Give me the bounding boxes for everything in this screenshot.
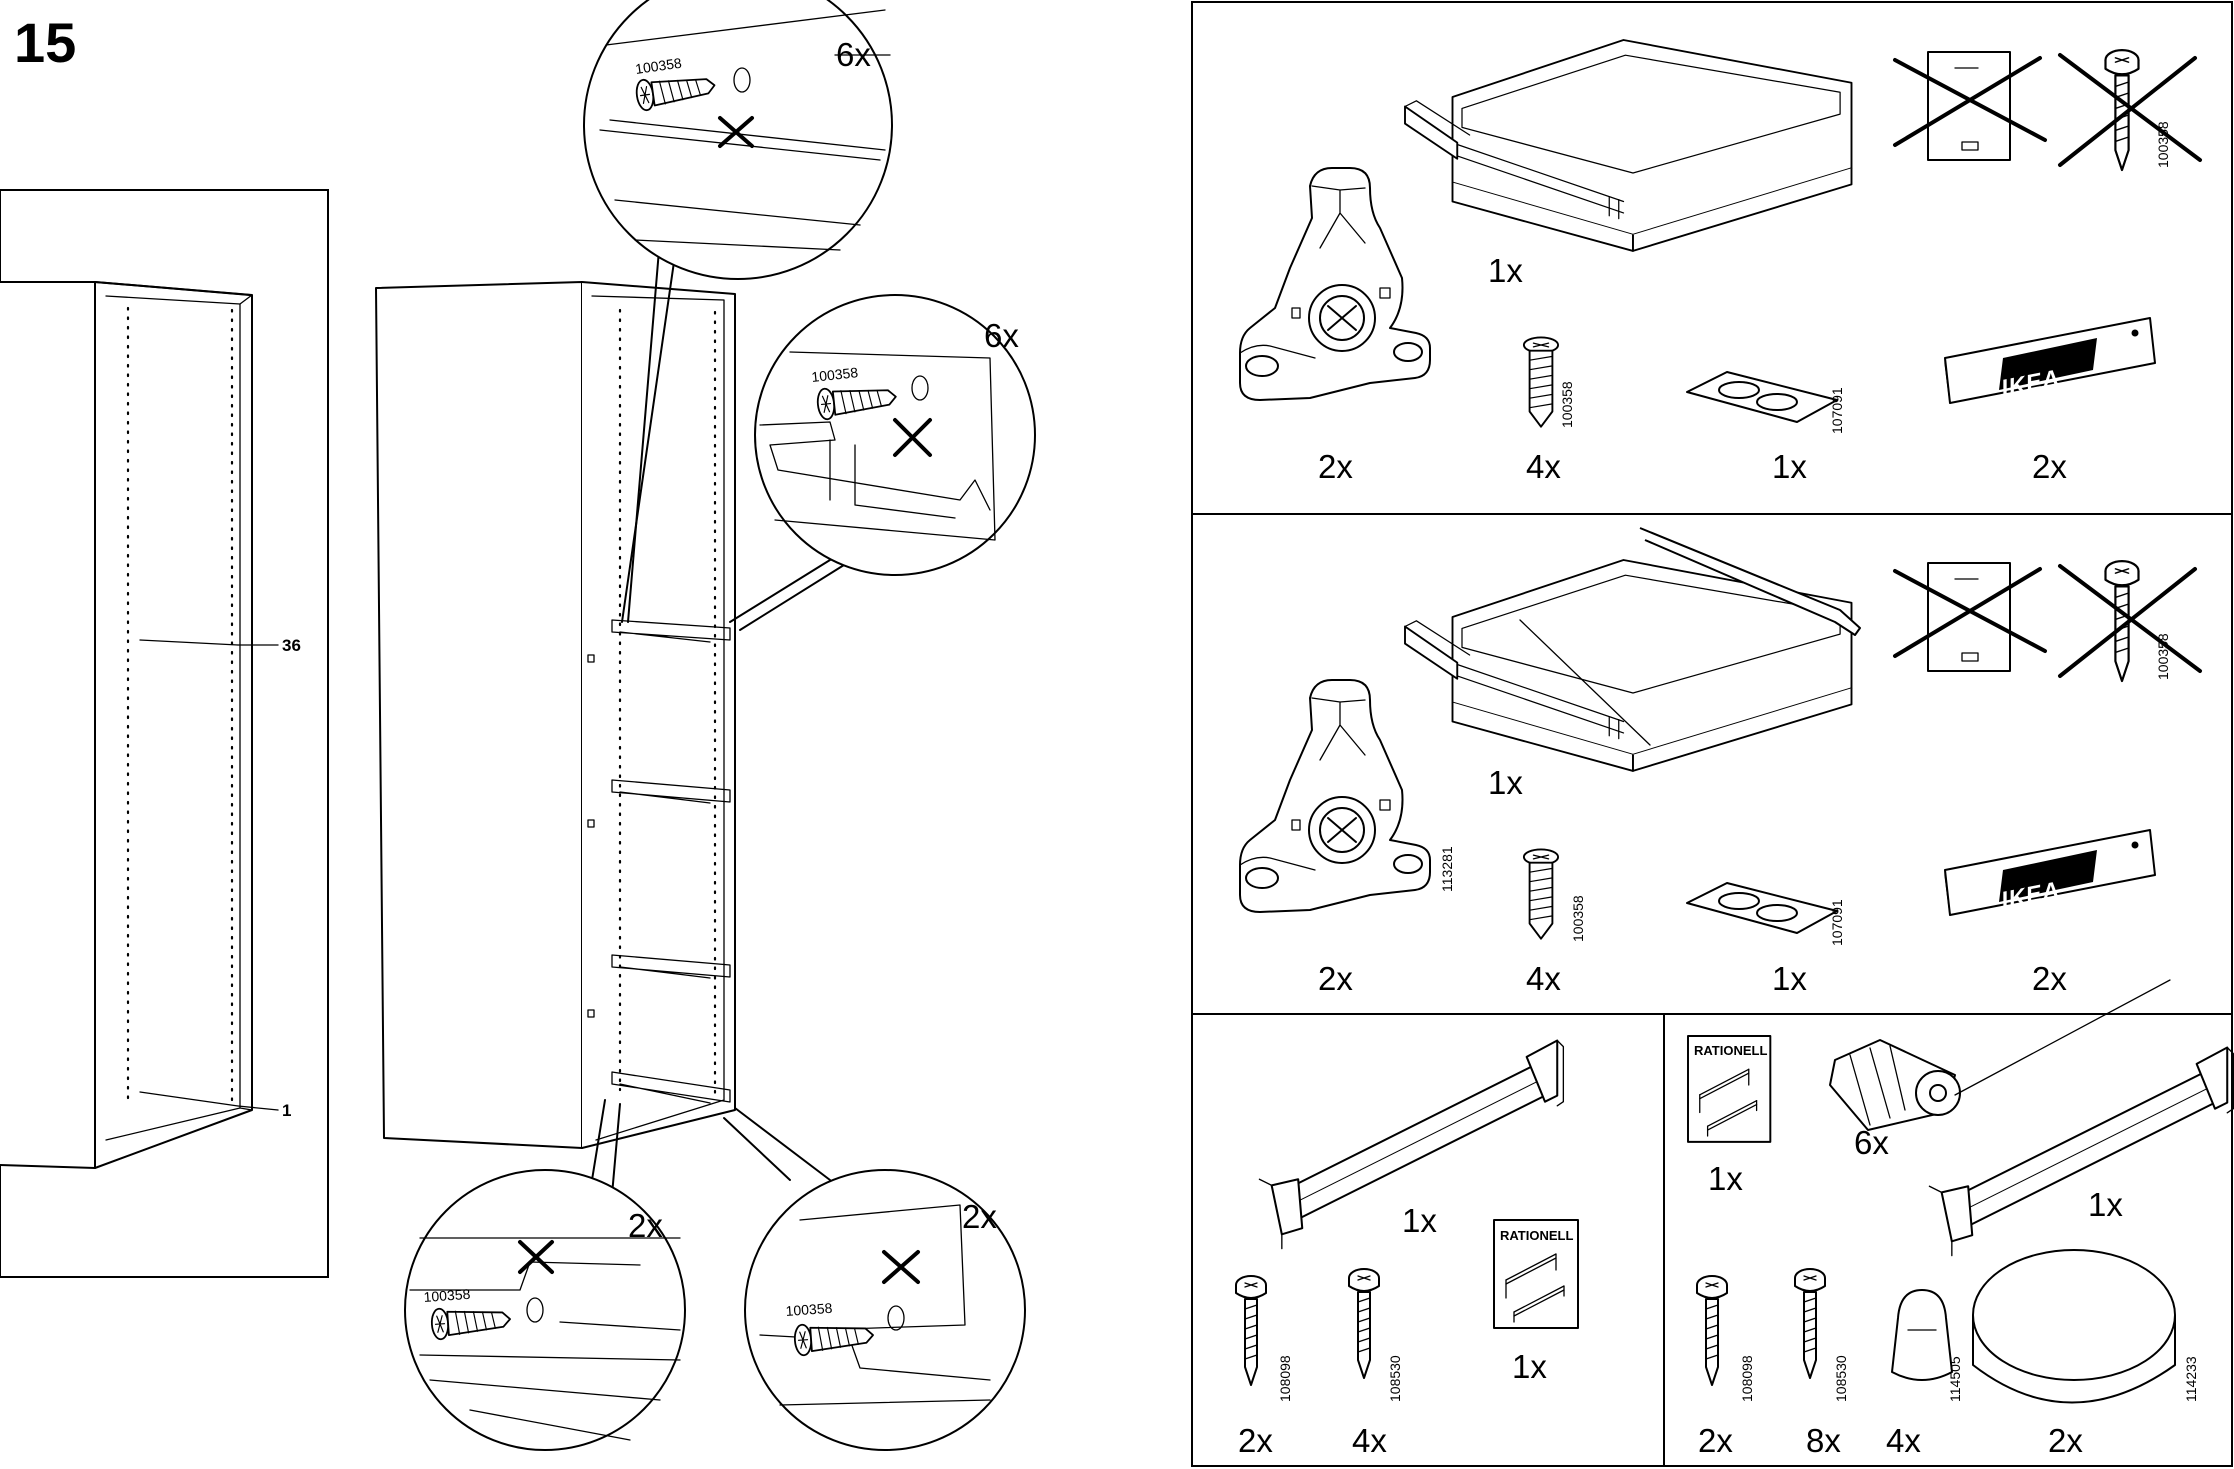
- panel-br-booklet-title: RATIONELL: [1694, 1043, 1767, 1058]
- panel-br-booklet-qty: 1x: [1708, 1160, 1743, 1197]
- panel-bl-screw2-qty: 4x: [1352, 1422, 1387, 1459]
- panel-br-foot-qty: 2x: [2048, 1422, 2083, 1459]
- panel-top-pads-part: 107091: [1829, 387, 1845, 434]
- panel-middle-plate-qty: 2x: [2032, 960, 2067, 997]
- panel-bl-booklet-qty: 1x: [1512, 1348, 1547, 1385]
- panel-middle-screw-qty: 4x: [1526, 960, 1561, 997]
- panel-top-drawer-qty: 1x: [1488, 252, 1523, 289]
- pan-screw-icon: [1697, 1276, 1727, 1385]
- panel-middle-excluded-part: 100358: [2155, 633, 2171, 680]
- panel-bl-screw2-part: 108530: [1387, 1355, 1403, 1402]
- bracket-icon: [1240, 168, 1430, 400]
- panel-br-screw1-qty: 2x: [1698, 1422, 1733, 1459]
- screw-icon: [1524, 337, 1558, 426]
- panel-top-screw-part: 100358: [1559, 381, 1575, 428]
- panel-top-screw-qty: 4x: [1526, 448, 1561, 485]
- cabinet-right: [376, 282, 735, 1148]
- hole-label-top: 36: [282, 636, 301, 655]
- panel-bl-booklet-title: RATIONELL: [1500, 1228, 1573, 1243]
- panel-middle-screw-part: 100358: [1570, 895, 1586, 942]
- callout-top-quantity: 6x: [836, 36, 871, 73]
- panel-br-screw2-qty: 8x: [1806, 1422, 1841, 1459]
- drawer-icon: [1405, 40, 1852, 251]
- panel-br-screw2-part: 108530: [1833, 1355, 1849, 1402]
- excluded-bracket-icon: [1895, 52, 2045, 160]
- panel-bl-screw1-qty: 2x: [1238, 1422, 1273, 1459]
- dowel-icon: [1830, 1040, 1960, 1130]
- rail-icon: [1929, 1048, 2233, 1256]
- panel-br-rail-qty: 1x: [2088, 1186, 2123, 1223]
- panel-middle-pads-part: 107091: [1829, 899, 1845, 946]
- pan-screw-icon: [1349, 1269, 1379, 1378]
- excluded-screw-icon: [2060, 50, 2200, 170]
- end-cap-icon: [1892, 1290, 1952, 1380]
- panel-br-cap-qty: 4x: [1886, 1422, 1921, 1459]
- callout-bottom-left-part-number: 100358: [423, 1286, 471, 1305]
- callout-bottom-left-quantity: 2x: [628, 1207, 663, 1244]
- pan-screw-icon: [1795, 1269, 1825, 1378]
- adhesive-pads-icon: [1687, 372, 1837, 422]
- panel-br-screw1-part: 108098: [1739, 1355, 1755, 1402]
- excluded-screw-icon: [2060, 561, 2200, 681]
- panel-bl-screw1-part: 108098: [1277, 1355, 1293, 1402]
- panel-middle-bracket-qty: 2x: [1318, 960, 1353, 997]
- step-number: 15: [14, 11, 76, 74]
- callout-middle-quantity: 6x: [984, 317, 1019, 354]
- panel-bl-rail-qty: 1x: [1402, 1202, 1437, 1239]
- pan-screw-icon: [1236, 1276, 1266, 1385]
- panel-middle-drawer-qty: 1x: [1488, 764, 1523, 801]
- panel-top-bracket-qty: 2x: [1318, 448, 1353, 485]
- callout-bottom-right: [724, 1108, 1025, 1450]
- callout-bottom-right-quantity: 2x: [962, 1198, 997, 1235]
- bracket-icon: [1240, 680, 1430, 912]
- panel-top-excluded-part: 100358: [2155, 121, 2171, 168]
- adhesive-pads-icon: [1687, 883, 1837, 933]
- cabinet-carcass-left: [0, 282, 252, 1168]
- callout-bottom-left: [405, 1100, 685, 1450]
- panel-top-pads-qty: 1x: [1772, 448, 1807, 485]
- panel-br-dowel-qty: 6x: [1854, 1124, 1889, 1161]
- excluded-bracket-icon: [1895, 563, 2045, 671]
- panel-br-foot-part: 114233: [2183, 1356, 2199, 1402]
- panel-middle-bracket-part: 113281: [1439, 846, 1455, 892]
- screw-icon: [1524, 849, 1558, 938]
- callout-bottom-right-part-number: 100358: [785, 1300, 833, 1319]
- hole-label-bottom: 1: [282, 1101, 291, 1120]
- round-foot-icon: [1973, 1250, 2175, 1403]
- panel-br-cap-part: 114505: [1947, 1356, 1963, 1402]
- panel-bottom-right: [1688, 980, 2233, 1403]
- panel-top-plate-qty: 2x: [2032, 448, 2067, 485]
- panel-middle-pads-qty: 1x: [1772, 960, 1807, 997]
